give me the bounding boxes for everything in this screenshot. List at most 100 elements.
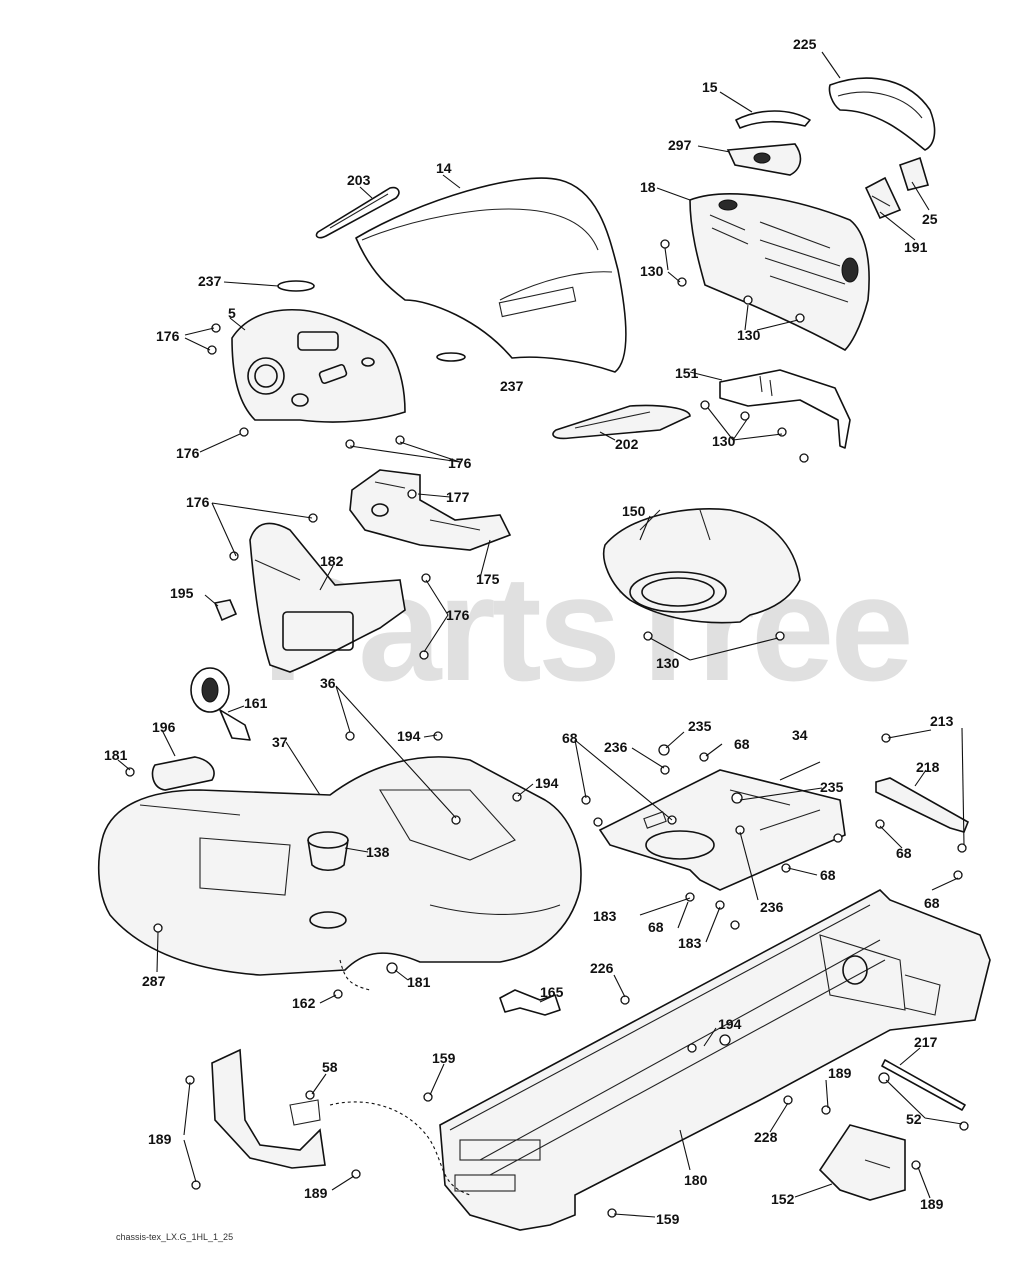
- callout-194-b: 194: [535, 775, 559, 791]
- cup-holder-part: [307, 831, 349, 872]
- drawing-code: chassis-tex_LX.G_1HL_1_25: [116, 1232, 233, 1242]
- clip-2-part: [499, 989, 561, 1016]
- callout-218: 218: [916, 759, 940, 775]
- rear-plate-part: [818, 1124, 906, 1201]
- dash-panel-part: [231, 308, 406, 423]
- callout-68-b: 68: [562, 730, 578, 746]
- side-trim-part: [552, 404, 691, 440]
- front-trim-part: [315, 186, 400, 239]
- callout-130-c: 130: [712, 433, 736, 449]
- ignition-key-part: [190, 667, 251, 741]
- callout-52: 52: [906, 1111, 922, 1127]
- callout-189-c: 189: [304, 1185, 328, 1201]
- callout-235-b: 235: [820, 779, 844, 795]
- callout-150: 150: [622, 503, 646, 519]
- callout-37: 37: [272, 734, 288, 750]
- callout-176-c: 176: [448, 455, 472, 471]
- callout-176-b: 176: [176, 445, 200, 461]
- steering-shroud-part: [603, 507, 801, 624]
- support-bracket-part: [719, 369, 851, 449]
- callout-15: 15: [702, 79, 718, 95]
- lower-console-part: [249, 522, 406, 673]
- callout-68-e: 68: [896, 845, 912, 861]
- callout-181-b: 181: [407, 974, 431, 990]
- callout-68-a: 68: [734, 736, 750, 752]
- hood-part: [355, 177, 627, 373]
- callout-225: 225: [793, 36, 817, 52]
- callout-213: 213: [930, 713, 954, 729]
- callout-287: 287: [142, 973, 166, 989]
- callout-194-c: 194: [718, 1016, 742, 1032]
- callout-194-a: 194: [397, 728, 421, 744]
- seat-pan-cover-part: [151, 756, 215, 791]
- callout-162: 162: [292, 995, 316, 1011]
- frame-part: [439, 889, 991, 1231]
- callout-177: 177: [446, 489, 470, 505]
- callout-203: 203: [347, 172, 371, 188]
- callout-14: 14: [436, 160, 452, 176]
- callout-175: 175: [476, 571, 500, 587]
- callout-237-a: 237: [198, 273, 222, 289]
- callout-176-e: 176: [446, 607, 470, 623]
- callout-182: 182: [320, 553, 344, 569]
- callout-195: 195: [170, 585, 194, 601]
- headlight-lens-part: [735, 110, 811, 129]
- decal-part-2: [436, 352, 466, 362]
- leader-lines: [117, 51, 965, 1218]
- callout-68-f: 68: [924, 895, 940, 911]
- callout-130-a: 130: [640, 263, 664, 279]
- callout-196: 196: [152, 719, 176, 735]
- callout-217: 217: [914, 1034, 938, 1050]
- callout-130-d: 130: [656, 655, 680, 671]
- callout-34: 34: [792, 727, 808, 743]
- callout-159-b: 159: [656, 1211, 680, 1227]
- callouts: 225 15 297 18 25 191 203 14 237 130 130 …: [104, 36, 954, 1227]
- callout-151: 151: [675, 365, 699, 381]
- callout-58: 58: [322, 1059, 338, 1075]
- callout-18: 18: [640, 179, 656, 195]
- fender-part: [97, 756, 582, 976]
- callout-159-a: 159: [432, 1050, 456, 1066]
- callout-130-b: 130: [737, 327, 761, 343]
- callout-25: 25: [922, 211, 938, 227]
- callout-183-b: 183: [678, 935, 702, 951]
- callout-235-a: 235: [688, 718, 712, 734]
- steering-support-part: [349, 469, 512, 551]
- bracket-part: [864, 176, 902, 220]
- latch-part: [899, 156, 930, 191]
- callout-183-a: 183: [593, 908, 617, 924]
- callout-228: 228: [754, 1129, 778, 1145]
- callout-36: 36: [320, 675, 336, 691]
- grille-top-trim-part: [828, 77, 936, 151]
- mounting-plate-part: [598, 769, 846, 891]
- callout-181-a: 181: [104, 747, 128, 763]
- callout-226: 226: [590, 960, 614, 976]
- callout-152: 152: [771, 1191, 795, 1207]
- callout-68-c: 68: [820, 867, 836, 883]
- callout-180: 180: [684, 1172, 708, 1188]
- callout-165: 165: [540, 984, 564, 1000]
- axle-rod-part: [881, 1059, 966, 1111]
- fasteners: [125, 239, 969, 1218]
- callout-189-d: 189: [920, 1196, 944, 1212]
- decal-part: [277, 280, 315, 292]
- callout-297: 297: [668, 137, 692, 153]
- callout-176-d: 176: [186, 494, 210, 510]
- callout-138: 138: [366, 844, 390, 860]
- callout-161: 161: [244, 695, 268, 711]
- callout-5: 5: [228, 305, 236, 321]
- clip-part: [213, 599, 238, 622]
- callout-236-b: 236: [760, 899, 784, 915]
- left-bracket-part: [211, 1048, 326, 1169]
- callout-189-a: 189: [828, 1065, 852, 1081]
- callout-237-b: 237: [500, 378, 524, 394]
- callout-176-a: 176: [156, 328, 180, 344]
- rear-bracket-part: [875, 777, 970, 833]
- front-grille-part: [689, 193, 870, 351]
- callout-68-d: 68: [648, 919, 664, 935]
- callout-236-a: 236: [604, 739, 628, 755]
- light-cover-part: [726, 143, 802, 176]
- callout-202: 202: [615, 436, 639, 452]
- callout-189-b: 189: [148, 1131, 172, 1147]
